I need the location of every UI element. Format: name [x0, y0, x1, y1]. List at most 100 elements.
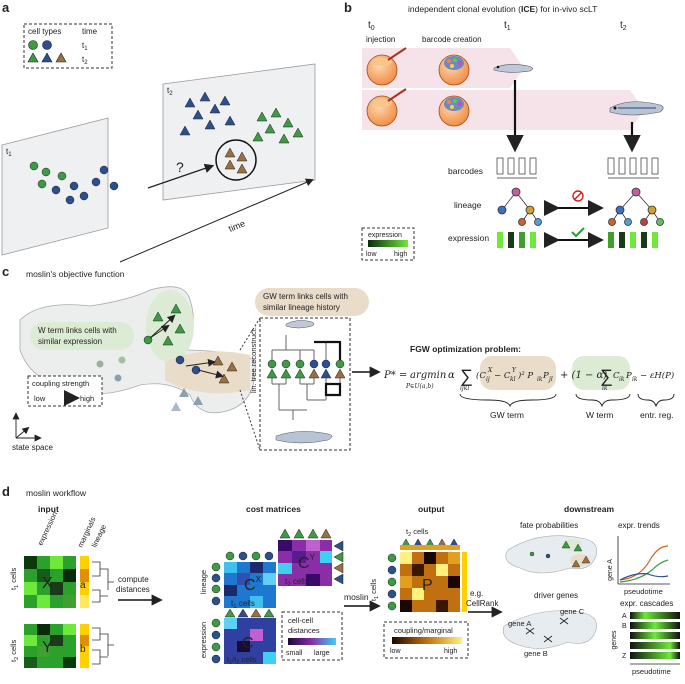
- svg-text:∑: ∑: [460, 366, 473, 386]
- svg-text:argmin: argmin: [410, 370, 446, 381]
- gw-term-label: GW term: [490, 410, 524, 420]
- svg-text:W term links cells with: W term links cells with: [38, 326, 117, 335]
- panel-b-title: independent clonal evolution (ICE) for i…: [408, 4, 597, 14]
- legend-time: time: [82, 27, 98, 36]
- panel-d-letter: d: [2, 484, 10, 499]
- matrix-X: X: [24, 556, 76, 608]
- svg-text:large: large: [314, 650, 330, 657]
- svg-text:Y: Y: [512, 367, 517, 374]
- cost-matrix-C: C t1/t2 cells: [224, 618, 276, 666]
- lineage-label: lineage: [454, 200, 482, 210]
- expression-legend: expression low high: [361, 227, 415, 261]
- barcodes-t1: [496, 157, 537, 179]
- expression-axis-label: expression: [36, 510, 59, 547]
- cost-matrices-heading: cost matrices: [246, 504, 301, 514]
- barcode-creation-label: barcode creation: [422, 35, 482, 44]
- svg-text:low: low: [390, 648, 401, 655]
- svg-text:− εH(P): − εH(P): [640, 370, 674, 381]
- marginal-a: a: [80, 556, 89, 608]
- cost-matrix-CY: CY t2 cells: [278, 540, 332, 588]
- fgw-title: FGW optimization problem:: [410, 344, 521, 354]
- lineage-tree-t2: [608, 187, 664, 226]
- svg-text:C: C: [242, 635, 254, 652]
- question-mark: ?: [176, 159, 184, 175]
- moslin-label: moslin: [344, 592, 369, 602]
- svg-text:P: P: [542, 371, 549, 381]
- svg-text:coupling strength: coupling strength: [32, 379, 89, 388]
- distance-legend: cell-cell distances small large: [281, 611, 343, 661]
- svg-text:low: low: [366, 251, 377, 258]
- svg-text:t0: t0: [368, 20, 375, 32]
- svg-text:small: small: [286, 650, 303, 657]
- gene-b-label: gene B: [524, 649, 548, 658]
- svg-text:t1 cells: t1 cells: [369, 579, 380, 602]
- fate-probabilities-label: fate probabilities: [520, 521, 578, 530]
- zebrafish-larva-icon: [493, 64, 533, 73]
- panel-c-letter: c: [2, 264, 9, 279]
- zebrafish-adult-icon: [609, 101, 664, 116]
- svg-text:t2 cells: t2 cells: [285, 577, 309, 588]
- expr-cascades-label: expr. cascades: [620, 599, 673, 608]
- state-space-label: state space: [12, 443, 53, 452]
- highlight-circle: [215, 139, 257, 181]
- svg-text:t2: t2: [82, 55, 88, 66]
- cost-matrix-markers: [211, 528, 344, 664]
- svg-text:ik: ik: [619, 376, 625, 383]
- cost-matrix-CX: CX t1 cells: [224, 562, 276, 610]
- svg-text:t1 cells: t1 cells: [9, 567, 20, 590]
- svg-text:P∈U(a,b): P∈U(a,b): [405, 383, 434, 390]
- output-heading: output: [418, 504, 445, 514]
- svg-text:kl: kl: [510, 376, 516, 383]
- t2-cells: [179, 91, 304, 144]
- svg-text:ik: ik: [602, 385, 608, 392]
- svg-text:ik: ik: [537, 376, 543, 383]
- gw-term-box: [480, 356, 556, 390]
- svg-text:low: low: [34, 394, 46, 403]
- expression-bars-t2: [608, 232, 658, 248]
- svg-text:P: P: [422, 577, 433, 594]
- adult-fish-icon: [275, 431, 333, 444]
- state-space-axes: [12, 412, 42, 442]
- driver-genes-label: driver genes: [534, 591, 578, 600]
- svg-text:high: high: [394, 251, 407, 258]
- svg-text:− C: − C: [494, 371, 511, 381]
- svg-text:ik: ik: [632, 376, 638, 383]
- coupling-matrix-P: P: [400, 552, 460, 612]
- gene-c-label: gene C: [560, 607, 585, 616]
- check-icon: [571, 227, 585, 238]
- compute-label: compute: [118, 575, 149, 584]
- matrix-Y: Y: [24, 624, 76, 668]
- svg-text:t1: t1: [504, 20, 511, 32]
- tree-cells: [266, 359, 346, 379]
- svg-text:cell-cell: cell-cell: [288, 616, 313, 625]
- barcoded-embryo-1: [438, 54, 470, 86]
- svg-text:t1: t1: [6, 147, 12, 158]
- gene-a-label: gene A: [508, 619, 531, 628]
- svg-text:high: high: [80, 394, 94, 403]
- panel-a-letter: a: [2, 0, 10, 15]
- pseudotime-label-1: pseudotime: [624, 587, 663, 596]
- ice-band-2: [362, 90, 644, 130]
- expr-trends-label: expr. trends: [618, 521, 660, 530]
- eg-label: e.g.: [470, 589, 483, 598]
- expression-bars-t1: [497, 232, 536, 248]
- gw-bubble: GW term links cells with similar lineage…: [255, 288, 369, 316]
- svg-text:t1: t1: [82, 41, 88, 52]
- svg-text:B: B: [622, 623, 627, 630]
- genes-axis-label: genes: [611, 630, 618, 650]
- expression-side-label: expression: [199, 622, 208, 658]
- fgw-equation: P* = argmin P∈U(a,b) α ∑ ijkl (C X ij − …: [383, 366, 674, 392]
- panel-b-letter: b: [344, 0, 352, 15]
- time-axis: [119, 178, 314, 263]
- svg-text:Z: Z: [622, 653, 627, 660]
- svg-text:C: C: [613, 371, 620, 381]
- svg-text:X: X: [42, 575, 53, 592]
- svg-text:t1 cells: t1 cells: [231, 599, 255, 610]
- driver-genes-blob: [502, 610, 597, 649]
- pseudotime-label-2: pseudotime: [632, 667, 671, 676]
- distances-label: distances: [116, 585, 150, 594]
- panel-d-title: moslin workflow: [26, 488, 87, 498]
- svg-text:+ (1 − α): + (1 − α): [560, 370, 607, 381]
- legend-cell-types: cell types: [28, 27, 61, 36]
- svg-text:(C: (C: [476, 370, 486, 381]
